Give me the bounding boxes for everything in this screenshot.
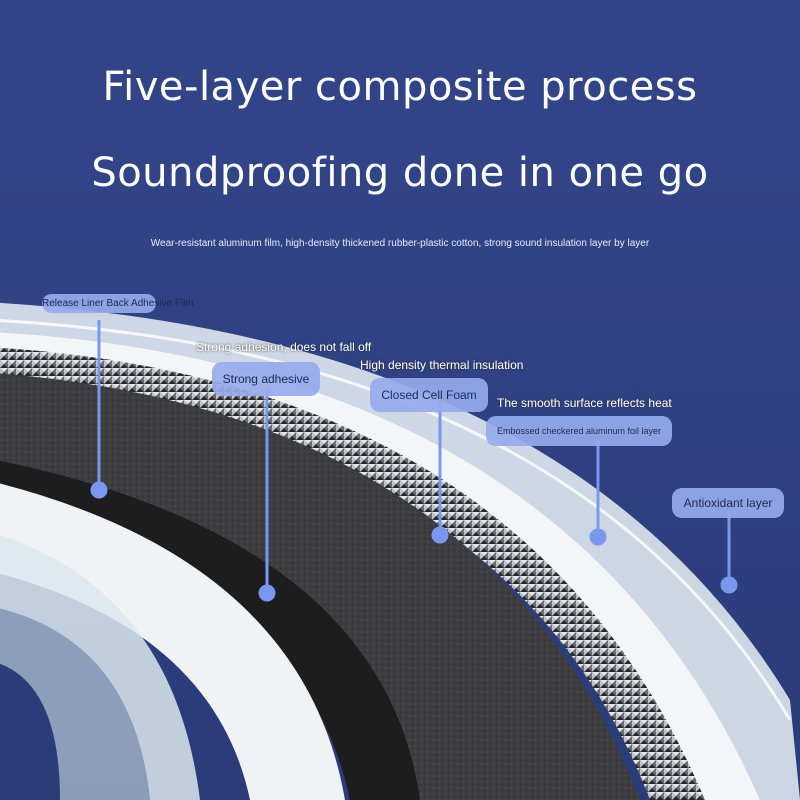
closed-cell-foam-label: Closed Cell Foam	[370, 378, 488, 412]
thermal-insulation-caption: High density thermal insulation	[360, 358, 524, 372]
headline-line-1: Five-layer composite process	[102, 64, 698, 110]
reflect-heat-caption: The smooth surface reflects heat	[497, 396, 672, 410]
strong-adhesive-label: Strong adhesive	[212, 362, 320, 396]
headline-line-2: Soundproofing done in one go	[91, 150, 709, 196]
antioxidant-layer-label: Antioxidant layer	[672, 488, 784, 518]
closed-cell-foam-band	[0, 373, 640, 800]
strong-adhesive-band	[0, 483, 345, 800]
release-liner-label: Release Liner Back Adhesive Film	[42, 294, 194, 313]
subtitle: Wear-resistant aluminum film, high-densi…	[150, 238, 650, 249]
release-liner-band	[0, 534, 200, 800]
strong-adhesion-caption: Strong adhesion, does not fall off	[196, 340, 372, 354]
aluminum-foil-label: Embossed checkered aluminum foil layer	[486, 416, 672, 446]
aluminum-foil-band	[0, 347, 705, 800]
